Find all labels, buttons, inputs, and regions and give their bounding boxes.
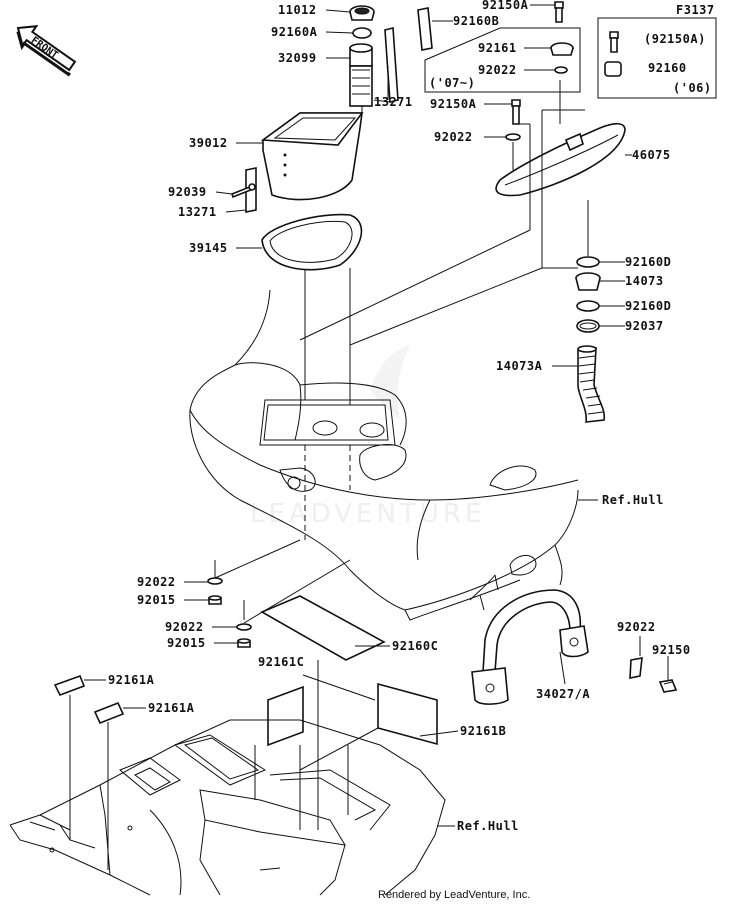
label-39012: 39012 xyxy=(189,136,228,150)
bolt-92039 xyxy=(231,183,256,199)
label-92150a: 92150A xyxy=(430,97,477,111)
pad-92161b xyxy=(377,682,438,746)
label-39145: 39145 xyxy=(189,241,228,255)
strip-92160b xyxy=(417,7,433,51)
label-inset-92160: 92160 xyxy=(648,61,687,75)
label-ref-hull-upper: Ref.Hull xyxy=(602,493,664,507)
label-92160a: 92160A xyxy=(271,25,318,39)
label-inset-92150a: (92150A) xyxy=(644,32,706,46)
front-arrow-icon: FRONT xyxy=(16,24,77,77)
note-06: ('06) xyxy=(673,81,712,95)
label-92039: 92039 xyxy=(168,185,207,199)
o-ring-92160d-upper xyxy=(576,256,600,268)
washer-92022-rear xyxy=(629,657,643,679)
label-14073a: 14073A xyxy=(496,359,543,373)
pad-92161c xyxy=(267,685,304,747)
label-92160b: 92160B xyxy=(453,14,499,28)
label-92022-07: 92022 xyxy=(478,63,517,77)
label-92022-a: 92022 xyxy=(137,575,176,589)
mat-92160c xyxy=(260,595,386,661)
label-13271-lower: 13271 xyxy=(178,205,217,219)
label-92160d-upper: 92160D xyxy=(625,255,671,269)
bolt-92150a xyxy=(511,99,521,125)
hose-14073a xyxy=(577,345,606,423)
label-34027: 34027/A xyxy=(536,687,590,701)
label-13271-upper: 13271 xyxy=(374,95,413,109)
grommet-14073 xyxy=(575,272,601,291)
handle-46075 xyxy=(495,122,626,197)
pad-92161a-1 xyxy=(53,674,86,697)
label-92150a-top: 92150A xyxy=(482,0,529,12)
watermark-logo: LEADVENTURE xyxy=(250,345,485,529)
o-ring-92160d-lower xyxy=(576,300,600,312)
label-11012: 11012 xyxy=(278,3,317,17)
inset-box-06 xyxy=(597,17,717,99)
bolt-92150 xyxy=(658,679,678,693)
storage-box-39012 xyxy=(260,112,364,201)
label-92161: 92161 xyxy=(478,41,517,55)
label-14073: 14073 xyxy=(625,274,664,288)
clamp-92037 xyxy=(576,319,600,333)
label-92161a-1: 92161A xyxy=(108,673,155,687)
leader-lines xyxy=(69,4,669,870)
label-92037: 92037 xyxy=(625,319,664,333)
label-92022-rear: 92022 xyxy=(617,620,656,634)
label-92015-b: 92015 xyxy=(167,636,206,650)
cap-11012 xyxy=(349,5,375,21)
lower-hull xyxy=(9,719,446,896)
bolt-92150a-top xyxy=(554,1,564,23)
label-92150: 92150 xyxy=(652,643,691,657)
washer-nut-92022-92015-b xyxy=(236,623,252,648)
label-92161c: 92161C xyxy=(258,655,304,669)
label-92161a-2: 92161A xyxy=(148,701,195,715)
pad-92161a-2 xyxy=(93,701,125,725)
washer-nut-92022-92015-a xyxy=(207,577,223,605)
bracket-13271-upper xyxy=(384,26,399,104)
label-32099: 32099 xyxy=(278,51,317,65)
upper-deck-hull xyxy=(189,289,579,621)
label-92015-a: 92015 xyxy=(137,593,176,607)
label-92160c: 92160C xyxy=(392,639,438,653)
label-92022: 92022 xyxy=(434,130,473,144)
label-92161b: 92161B xyxy=(460,724,506,738)
render-credit: Rendered by LeadVenture, Inc. xyxy=(378,889,530,901)
cap-92161 xyxy=(550,42,574,56)
figure-code: F3137 xyxy=(676,3,715,17)
label-46075: 46075 xyxy=(632,148,671,162)
inset-box-07 xyxy=(424,27,581,93)
washer-92022-07 xyxy=(554,66,568,74)
part-labels: 11012 92160A 32099 13271 39012 92039 132… xyxy=(108,0,712,833)
label-92022-b: 92022 xyxy=(165,620,204,634)
watermark-text: LEADVENTURE xyxy=(250,499,485,529)
fitting-32099 xyxy=(349,43,373,107)
washer-92022 xyxy=(505,133,521,141)
label-92160d-lower: 92160D xyxy=(625,299,671,313)
o-ring-92160a xyxy=(352,27,372,39)
note-07: ('07~) xyxy=(429,76,475,90)
gasket-39145 xyxy=(261,213,363,271)
rear-handle-34027 xyxy=(471,589,589,705)
label-ref-hull-lower: Ref.Hull xyxy=(457,819,519,833)
